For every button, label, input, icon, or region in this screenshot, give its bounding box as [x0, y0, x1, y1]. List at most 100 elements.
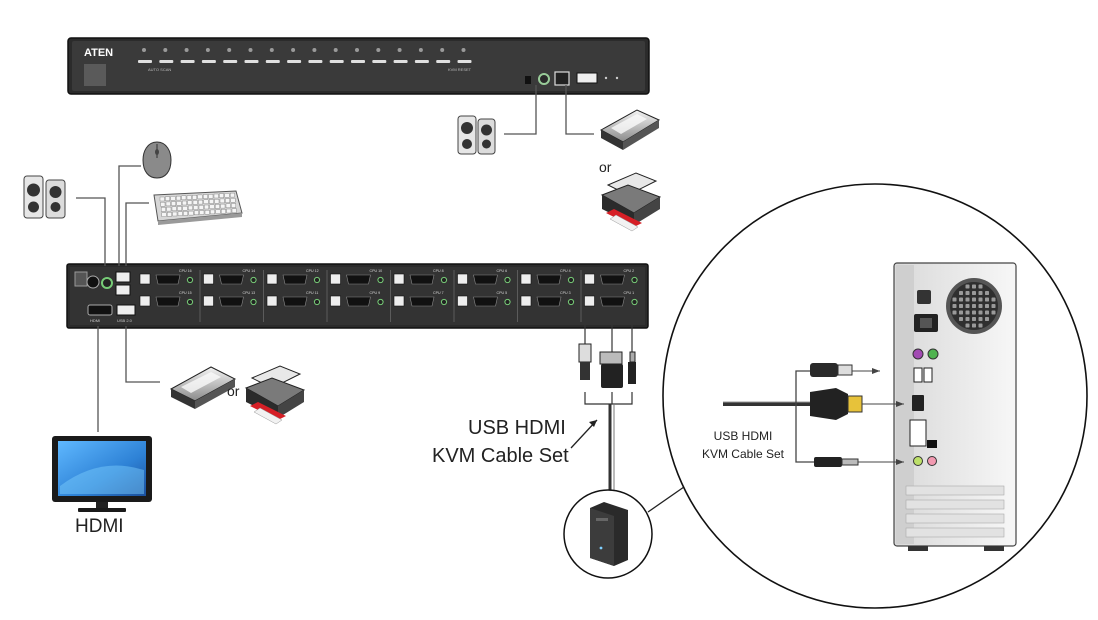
cpu-port-label: CPU 14 — [243, 269, 256, 273]
fan-vent — [978, 317, 983, 321]
fan-vent — [985, 310, 989, 315]
keyboard-icon — [153, 190, 243, 225]
keyboard-key — [165, 196, 170, 201]
port-led — [418, 48, 423, 52]
cpu-hdmi-port — [473, 274, 498, 285]
keyboard-key — [225, 198, 231, 203]
port-led — [163, 48, 168, 52]
keyboard-key — [176, 201, 182, 206]
printer-icon — [244, 365, 306, 425]
port-button — [393, 60, 408, 63]
cpu-audio-jack — [631, 298, 638, 306]
cpu-audio-jack — [377, 276, 384, 284]
cpu-port-label: CPU 4 — [560, 269, 571, 273]
keyboard-key — [229, 192, 235, 198]
printer-icon — [600, 172, 662, 232]
port-button — [244, 60, 259, 63]
keyboard-key — [166, 206, 172, 212]
keyboard-key — [188, 205, 193, 211]
fan-vent — [978, 297, 983, 302]
keyboard-key — [182, 205, 188, 211]
fan-vent — [972, 297, 976, 302]
detail-magnifier — [662, 183, 1088, 609]
port-led — [312, 48, 317, 52]
port-button — [138, 60, 152, 63]
port-button — [351, 60, 365, 63]
port-button — [180, 60, 195, 63]
keyboard-key — [171, 201, 176, 206]
front-connection-lines — [504, 85, 594, 135]
fan-vent — [991, 310, 996, 315]
fan-vent — [985, 317, 989, 321]
keyboard-key — [198, 199, 204, 205]
fan-vent — [972, 310, 976, 315]
keyboard-key — [192, 200, 198, 205]
port-button — [329, 60, 344, 63]
keyboard-key — [210, 209, 216, 215]
tower-pc-icon — [563, 489, 653, 579]
cpu-audio-jack — [186, 298, 194, 306]
aten-badge-icon — [84, 64, 106, 86]
keyboard-key — [165, 201, 171, 207]
cpu-usb-port — [139, 295, 151, 307]
hdmi-display-label: HDMI — [75, 516, 124, 537]
keyboard-key — [172, 211, 178, 217]
fan-vent — [972, 284, 976, 289]
keyboard-key — [220, 203, 226, 209]
cpu-audio-jack — [377, 298, 384, 306]
port-led — [184, 48, 189, 52]
cpu-hdmi-port — [219, 296, 244, 307]
cpu-port-label: CPU 11 — [306, 291, 318, 295]
cpu-usb-port — [330, 273, 341, 285]
keyboard-key — [170, 196, 176, 201]
console-audio-jack — [101, 277, 113, 289]
cpu-hdmi-port — [346, 274, 371, 285]
port-button — [223, 60, 238, 63]
port-led — [397, 48, 402, 52]
port-led — [142, 48, 146, 52]
cpu-port-label: CPU 2 — [624, 269, 635, 273]
cpu-port-label: CPU 8 — [433, 269, 444, 273]
cpu-audio-jack — [250, 298, 257, 306]
kvm-cable-set — [570, 324, 636, 496]
cpu-hdmi-port — [282, 274, 308, 285]
cpu-hdmi-port — [536, 274, 562, 285]
speakers-icon — [23, 175, 66, 219]
detail-cable-set — [723, 363, 904, 467]
keyboard-key — [208, 194, 214, 199]
cpu-hdmi-port — [346, 296, 371, 307]
fan-vent — [985, 297, 989, 302]
fan-vent — [959, 291, 963, 295]
cpu-audio-jack — [504, 298, 511, 306]
cable-set-label-line2: KVM Cable Set — [432, 445, 569, 467]
fan-vent — [991, 297, 996, 302]
keyboard-key — [224, 193, 230, 198]
power-switch — [74, 271, 88, 287]
keyboard-key — [159, 196, 165, 202]
cpu-usb-port — [457, 273, 468, 285]
keyboard-key — [230, 198, 236, 203]
cpu-hdmi-port — [282, 296, 308, 307]
aten-logo: ATEN — [84, 47, 113, 59]
mouse-icon — [142, 141, 172, 179]
keyboard-key — [214, 204, 220, 209]
port-button — [414, 60, 429, 63]
cpu-usb-port — [203, 295, 214, 307]
fan-vent — [978, 323, 983, 328]
cpu-audio-jack — [440, 276, 448, 284]
fan-vent — [972, 291, 976, 295]
svg-text:USB 2.0: USB 2.0 — [117, 318, 133, 323]
fan-vent — [952, 304, 957, 308]
rear-connection-lines — [76, 165, 160, 432]
cpu-audio-jack — [567, 298, 575, 306]
keyboard-key — [182, 200, 187, 206]
front-port-buttons — [138, 48, 472, 63]
keyboard-key — [188, 210, 194, 216]
keyboard-key — [181, 195, 187, 201]
keyboard-key — [199, 210, 205, 215]
front-mic-jack — [554, 71, 570, 86]
fan-vent — [959, 317, 963, 321]
fan-vent — [991, 304, 996, 308]
keyboard-key — [187, 200, 193, 205]
cpu-port-label: CPU 5 — [497, 291, 508, 295]
